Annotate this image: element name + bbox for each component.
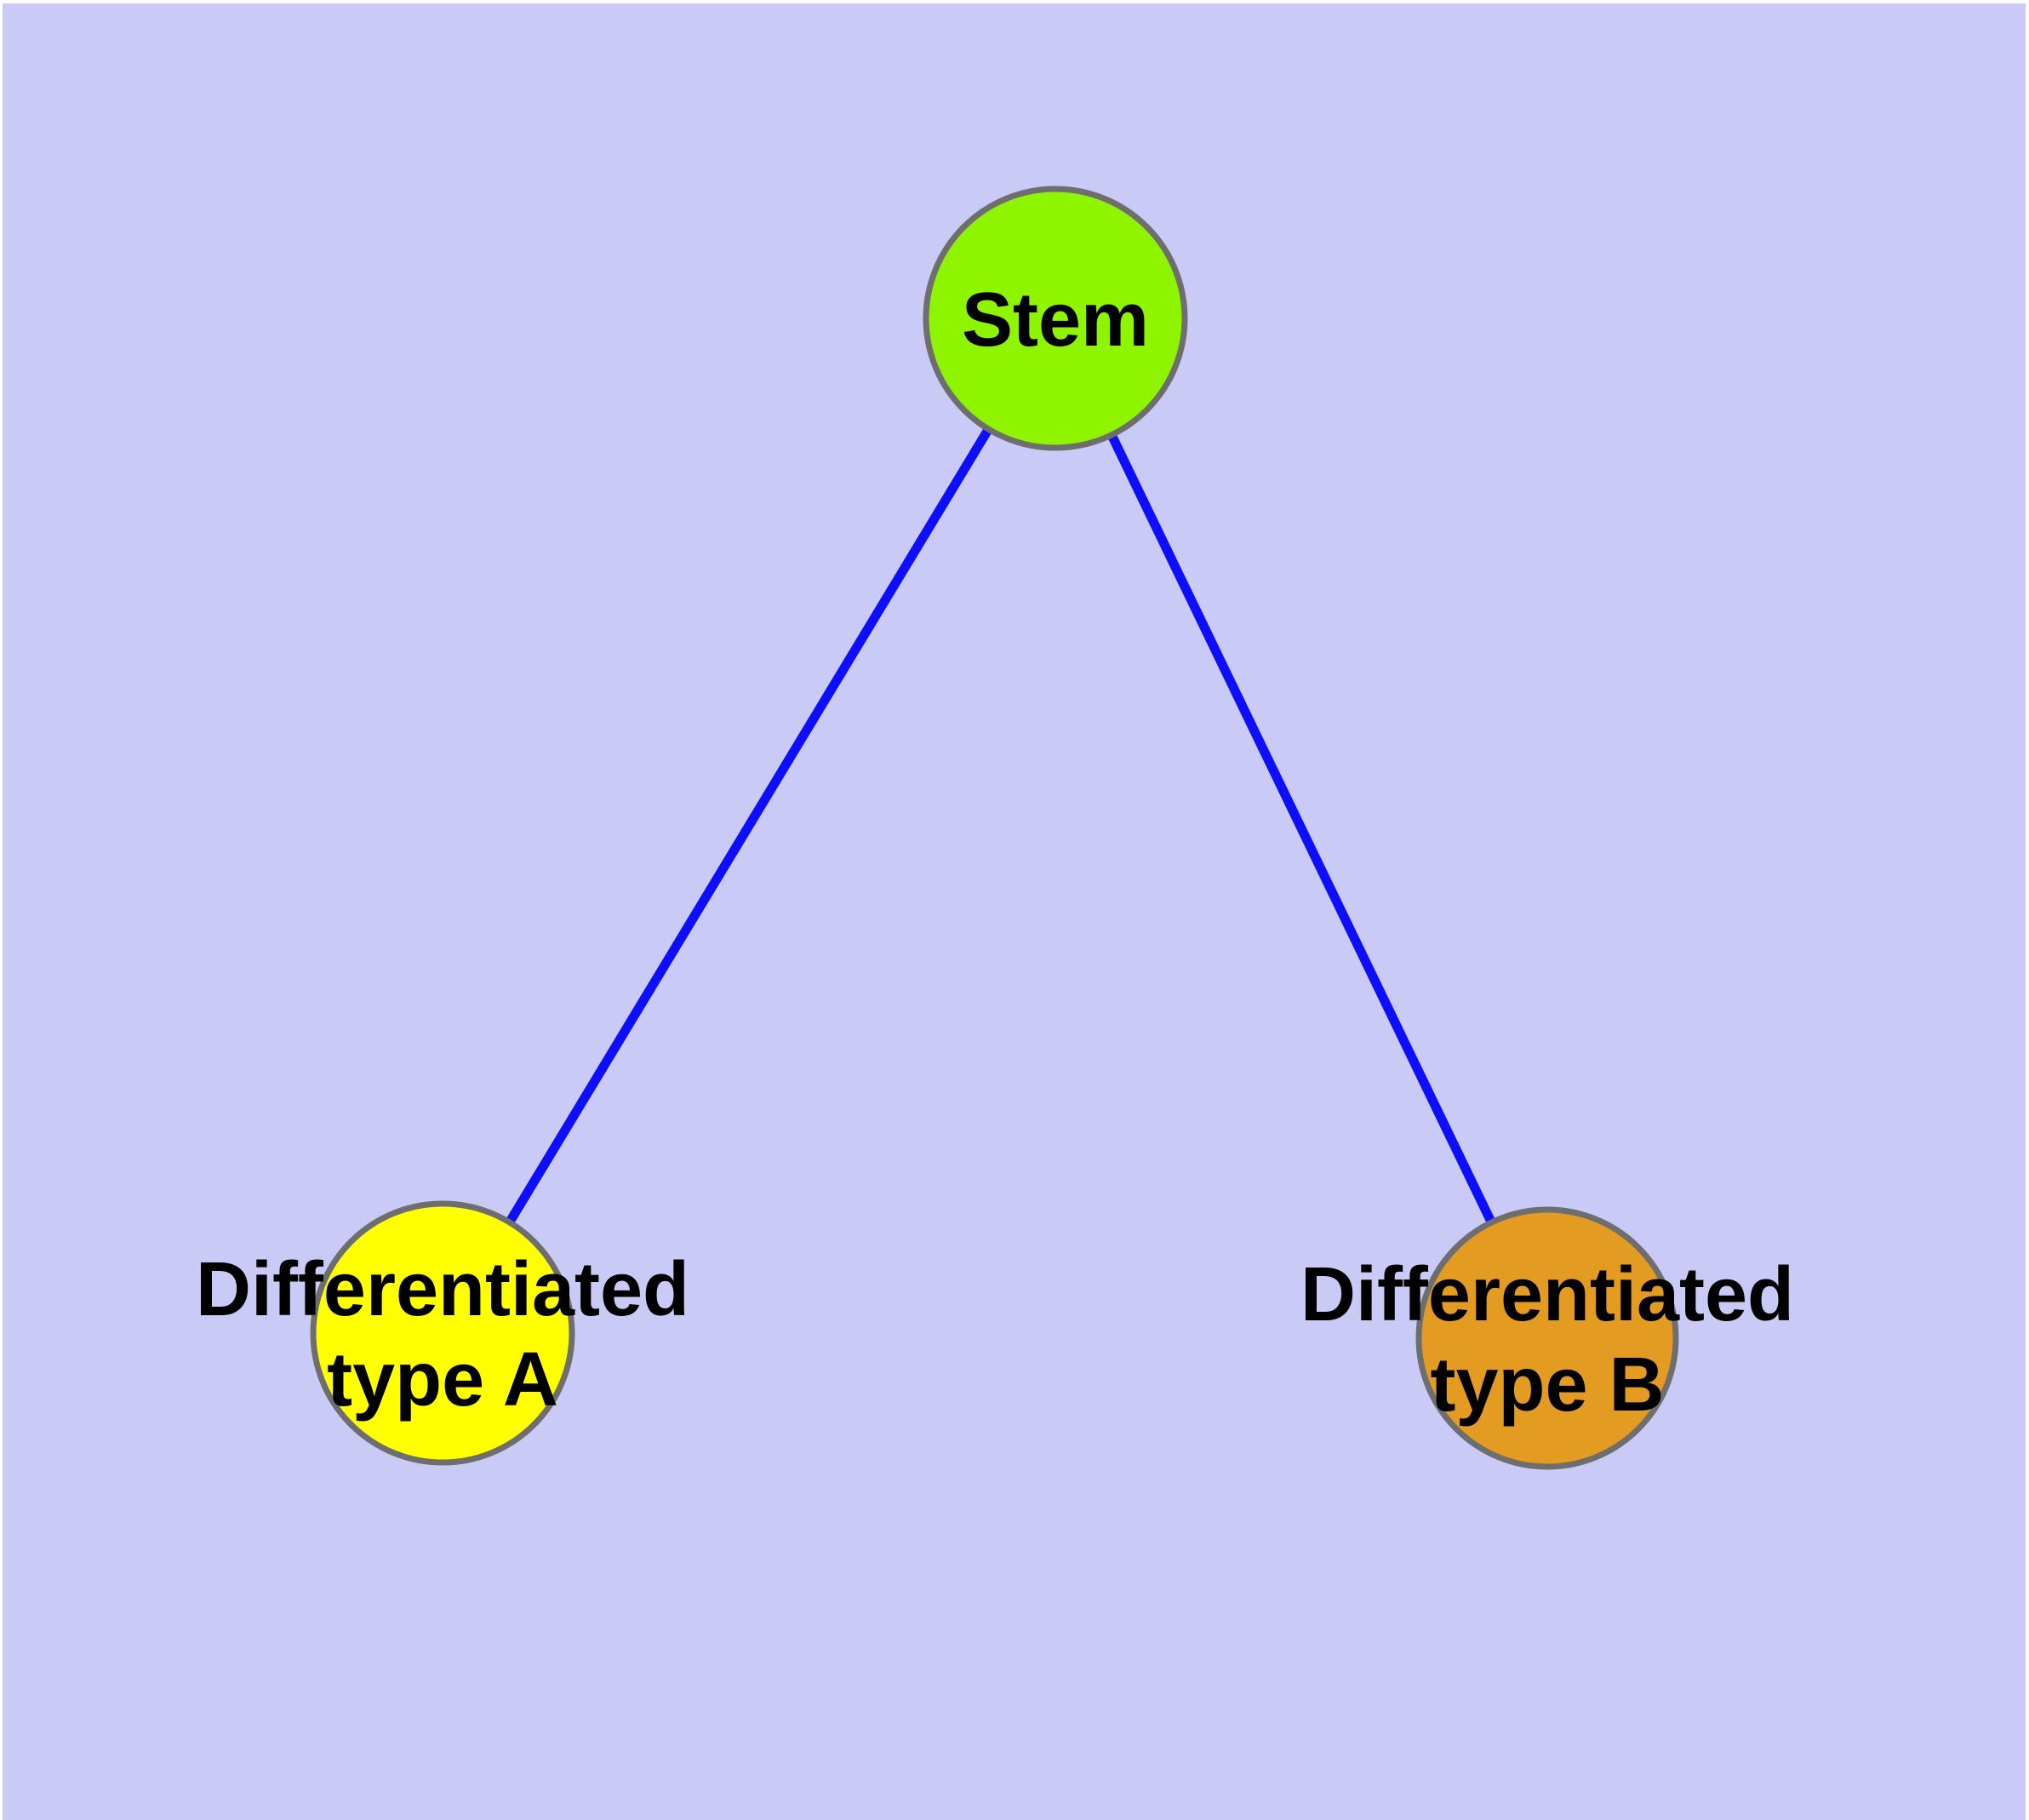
- edges-layer: [438, 316, 1552, 1341]
- type-b-node: [1415, 1206, 1679, 1470]
- type-a-node: [310, 1200, 575, 1466]
- stem-node-label: Stem: [962, 278, 1149, 363]
- nodes-layer: [310, 186, 1679, 1470]
- edge-stem-type-b: [1051, 316, 1552, 1341]
- stem-node: [923, 186, 1188, 451]
- edge-stem-type-a: [438, 316, 1060, 1336]
